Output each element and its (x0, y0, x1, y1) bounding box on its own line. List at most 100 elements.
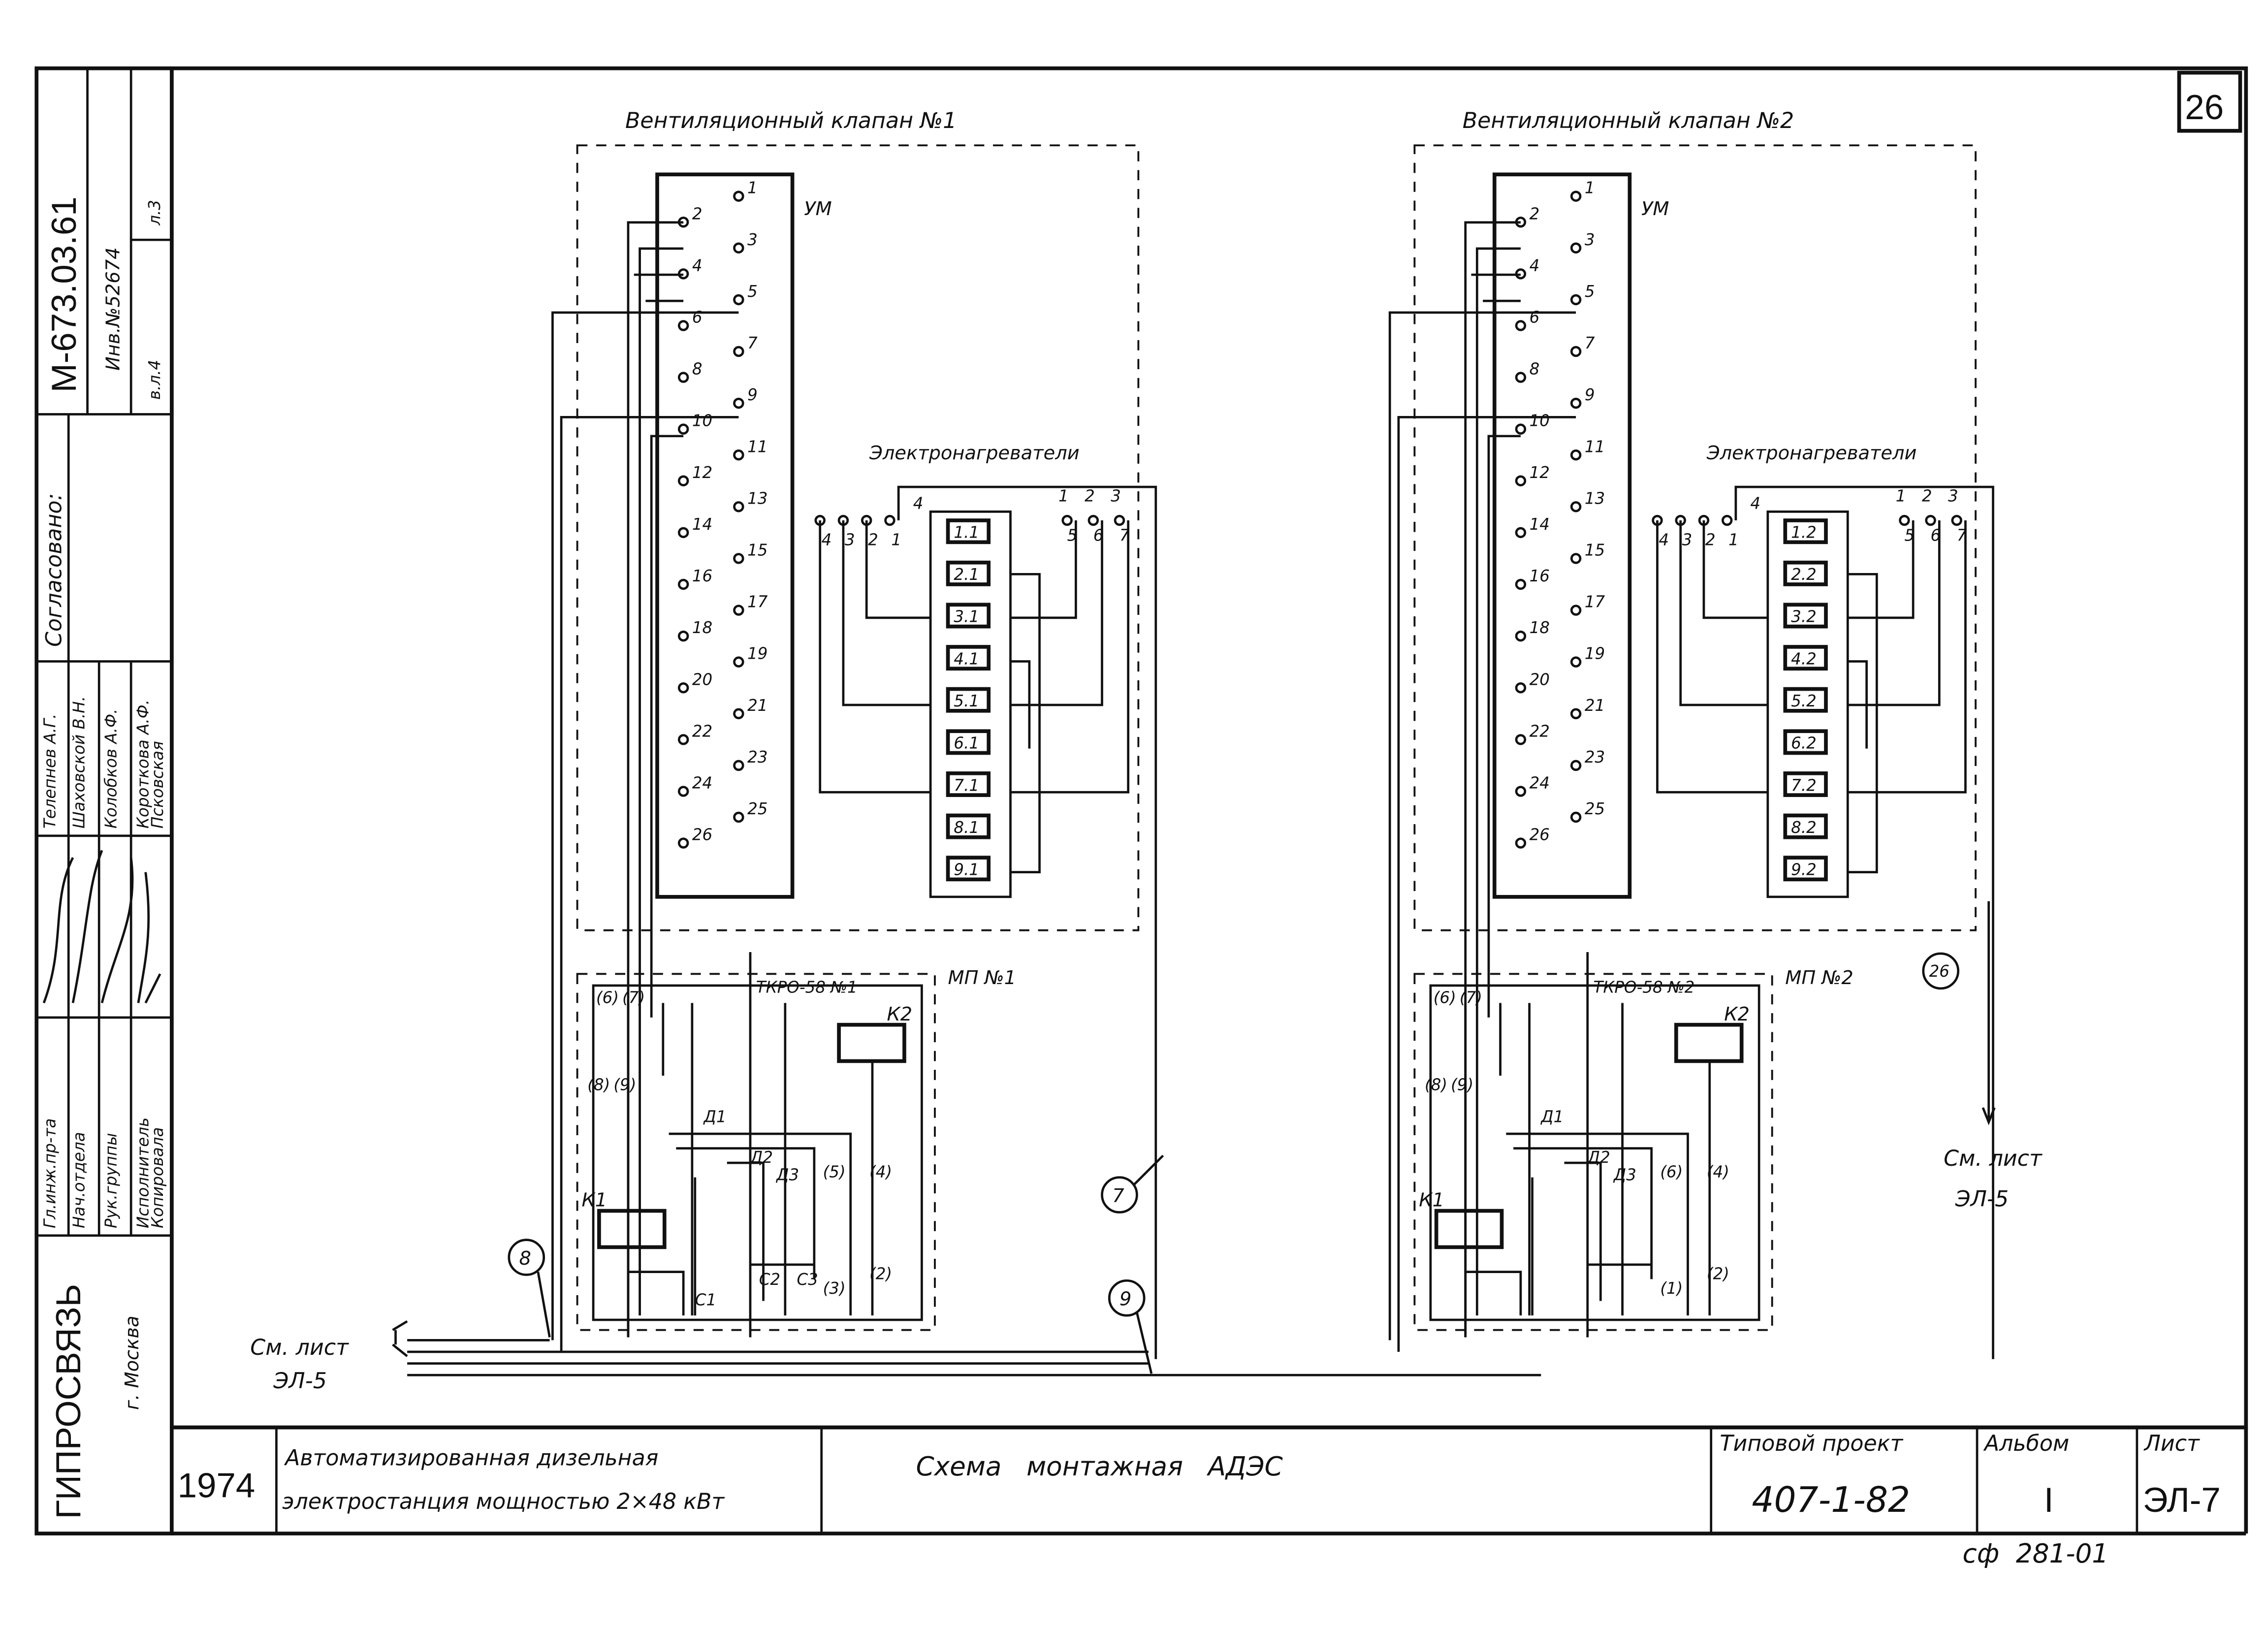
heater-element (1783, 687, 1828, 713)
terminal-screw (1570, 191, 1582, 202)
contact-label: (2) (1707, 1264, 1729, 1283)
heater-terminal-number: 4 (913, 494, 924, 512)
panel-wiring (627, 952, 874, 1338)
terminal-number: 2 (692, 204, 703, 223)
heater-element-label: 7.1 (954, 776, 979, 795)
stamp-name: Шаховской В.Н. (70, 696, 89, 829)
terminal-number: 10 (692, 412, 712, 430)
terminal-number: 6 (1530, 308, 1540, 326)
motor-panel-label: МП №1 (948, 967, 1017, 989)
terminal-number: 8 (692, 360, 703, 379)
object-name-line2: электростанция мощностью 2×48 кВт (282, 1489, 725, 1514)
motor-panel (592, 984, 923, 1321)
valve-enclosure (1413, 144, 1977, 931)
heater-element-label: 6.1 (954, 734, 979, 753)
heater-terminal-number: 3 (1682, 530, 1693, 549)
heater-element (946, 771, 991, 797)
terminal-number: 6 (692, 308, 703, 326)
heater-element (1783, 560, 1828, 586)
valve-1: Вентиляционный клапан №1УМ12345678910111… (551, 108, 1157, 1359)
terminal-screw (1570, 501, 1582, 512)
heater-terminal-number: 1 (1058, 487, 1069, 506)
heater-terminal (1721, 514, 1733, 526)
stamp-frame (34, 66, 174, 1535)
album-label: Альбом (1983, 1431, 2069, 1456)
terminal-screw (677, 475, 689, 486)
terminal-number: 11 (1585, 437, 1605, 456)
motor-panel-label: МП №2 (1785, 967, 1853, 989)
inventory-number: Инв.№52674 (102, 247, 125, 371)
year: 1974 (178, 1466, 256, 1505)
motor-panel-enclosure (576, 973, 936, 1331)
heater-terminal (1087, 514, 1099, 526)
terminal-screw (677, 372, 689, 383)
contact-label: (4) (1707, 1163, 1729, 1181)
contact-label: (1) (1660, 1279, 1683, 1298)
terminal-number: 24 (692, 774, 712, 793)
city-label: г. Москва (121, 1316, 143, 1410)
contact-label: Д2 (1587, 1148, 1610, 1167)
heater-terminal-number: 1 (1896, 487, 1906, 506)
terminal-number: 19 (747, 644, 767, 663)
heater-element (946, 856, 991, 882)
wiring (551, 221, 739, 1352)
terminal-number: 22 (1530, 722, 1550, 740)
terminal-screw (733, 397, 744, 409)
terminal-screw (1570, 811, 1582, 823)
terminal-number: 20 (1530, 670, 1550, 689)
heater-element (946, 687, 991, 713)
wiring (1388, 221, 1576, 1352)
stamp-role: Копировала (148, 1127, 167, 1228)
terminal-number: 19 (1585, 644, 1605, 663)
stamp-name: Колобков А.Ф. (102, 709, 121, 829)
stamp-role: Нач.отдела (70, 1132, 89, 1228)
callout-8: 8 (519, 1247, 531, 1270)
terminal-screw (1570, 708, 1582, 719)
terminal-number: 20 (692, 670, 712, 689)
contact-label: С2 (759, 1270, 780, 1289)
terminal-number: 1 (1585, 179, 1595, 197)
heater-element-label: 8.1 (954, 818, 979, 837)
sheet-label: Лист (2143, 1431, 2200, 1456)
terminal-screw (677, 734, 689, 745)
terminal-screw (1515, 837, 1527, 849)
contact-label: (6) (1434, 988, 1456, 1007)
stamp-name: Короткова А.Ф. (134, 700, 153, 829)
terminal-screw (733, 708, 744, 719)
terminal-number: 26 (692, 826, 712, 844)
terminal-screw (1515, 423, 1527, 435)
contactor-k2-label: К2 (887, 1003, 913, 1025)
heater-element-label: 1.1 (954, 523, 979, 542)
contact-label: Д1 (703, 1107, 727, 1126)
heater-wiring (819, 485, 1157, 1359)
terminal-screw (677, 786, 689, 797)
terminal-number: 9 (747, 385, 758, 404)
contactor-k1-label: К1 (581, 1189, 607, 1212)
terminal-block (655, 172, 795, 899)
reference-left-2: ЭЛ-5 (273, 1369, 327, 1394)
contact-label: (9) (1451, 1076, 1473, 1094)
terminal-block-label: УМ (1641, 198, 1669, 220)
contact-label: (7) (1460, 988, 1482, 1007)
callout-7: 7 (1112, 1185, 1124, 1207)
terminal-number: 16 (692, 567, 712, 585)
contactor-k2 (837, 1022, 906, 1063)
terminal-number: 15 (747, 541, 767, 560)
terminal-number: 3 (747, 230, 758, 249)
terminal-number: 17 (1585, 593, 1605, 611)
terminal-number: 4 (692, 256, 703, 275)
terminal-number: 5 (1585, 282, 1595, 301)
terminal-screw (1570, 242, 1582, 254)
terminal-number: 16 (1530, 567, 1550, 585)
terminal-screw (1515, 630, 1527, 642)
sheet-label-stamp: л.3 (145, 200, 164, 226)
heater-terminal (884, 514, 895, 526)
heater-element (1783, 518, 1828, 544)
stamp-name: Телепнев А.Г. (41, 714, 60, 829)
terminal-number: 26 (1530, 826, 1550, 844)
heater-terminal (1899, 514, 1910, 526)
heater-element (1783, 603, 1828, 629)
valve-enclosure (576, 144, 1140, 931)
heater-element (946, 813, 991, 839)
terminal-number: 22 (692, 722, 712, 740)
